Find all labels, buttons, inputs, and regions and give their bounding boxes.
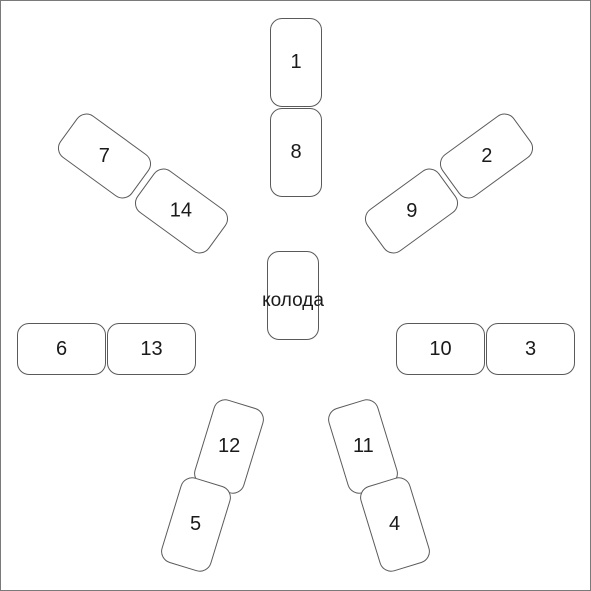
card-slot-8[interactable]: 8 <box>270 108 322 197</box>
card-number: 5 <box>190 513 202 535</box>
card-slot-10[interactable]: 10 <box>396 323 485 375</box>
card-number: 11 <box>352 435 374 458</box>
card-number: 6 <box>55 337 68 360</box>
card-number: 3 <box>524 337 537 360</box>
card-number: 2 <box>480 144 493 167</box>
card-slot-7[interactable]: 7 <box>53 108 156 204</box>
card-number: 13 <box>140 337 163 360</box>
deck-label: колода <box>262 289 324 311</box>
deck-pile[interactable]: колода <box>262 251 324 340</box>
card-slot-1[interactable]: 1 <box>270 18 322 107</box>
card-number: 14 <box>170 199 193 222</box>
card-number: 12 <box>217 435 241 457</box>
card-slot-13[interactable]: 13 <box>107 323 196 375</box>
card-slot-6[interactable]: 6 <box>17 323 106 375</box>
card-number: 4 <box>389 513 401 535</box>
card-number: 7 <box>98 144 111 167</box>
card-slot-3[interactable]: 3 <box>486 323 575 375</box>
card-slot-5[interactable]: 5 <box>158 474 234 575</box>
card-slot-4[interactable]: 4 <box>357 474 433 575</box>
card-number: 9 <box>405 199 418 222</box>
card-number: 8 <box>290 141 302 163</box>
card-slot-14[interactable]: 14 <box>130 163 233 259</box>
card-number: 1 <box>290 51 302 73</box>
card-number: 10 <box>429 337 452 360</box>
